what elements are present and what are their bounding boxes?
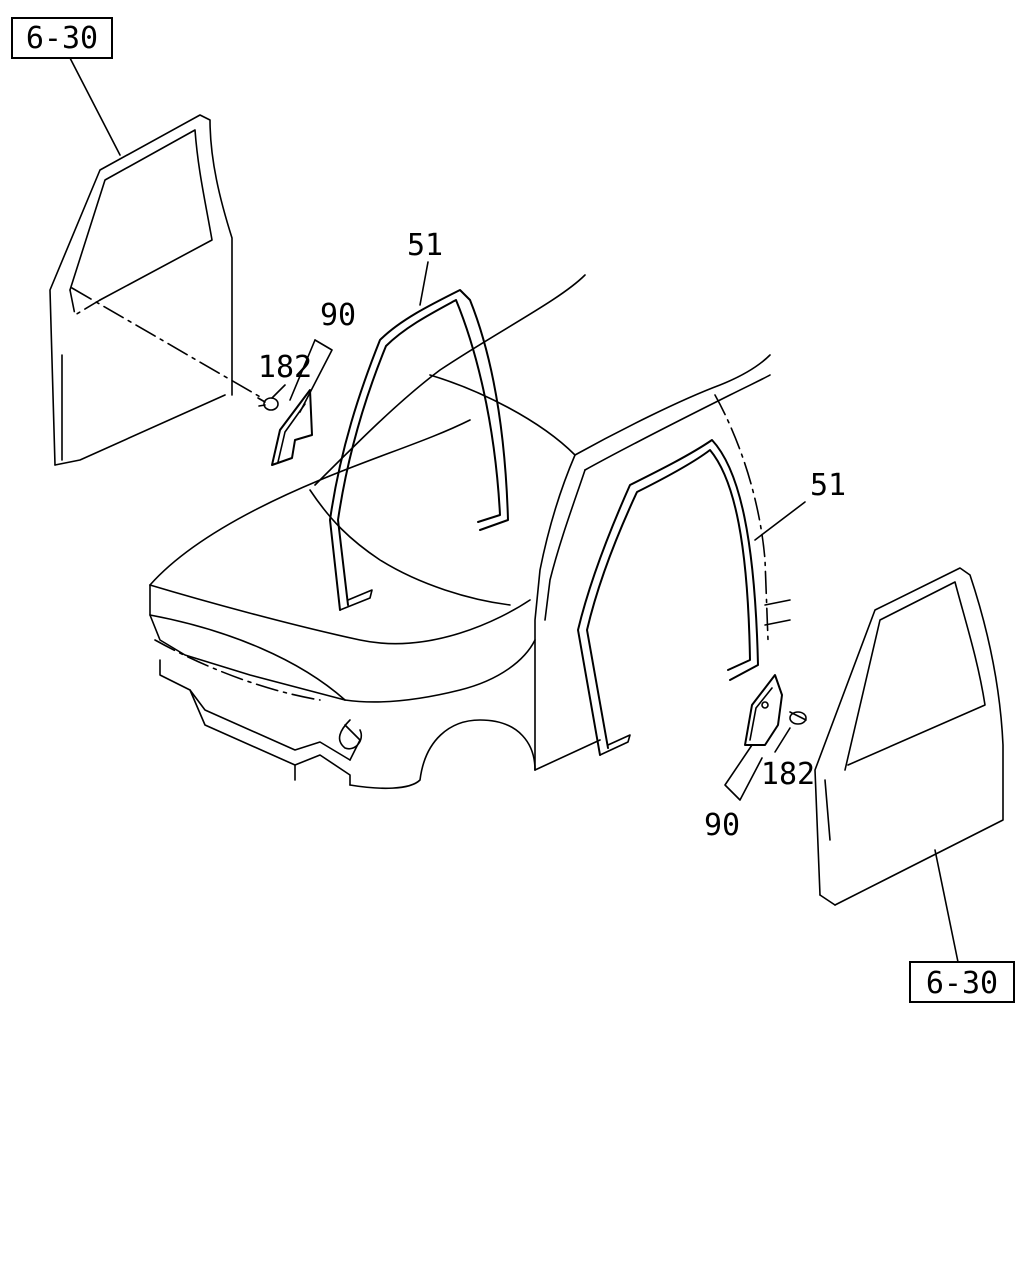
label-51-right: 51 <box>810 468 846 503</box>
door-left <box>49 114 263 466</box>
cab-body <box>149 274 791 790</box>
label-182-right: 182 <box>761 757 815 792</box>
ref-label-bottom-right: 6-30 <box>926 966 998 1001</box>
leader-lines <box>69 57 959 963</box>
weatherstrip-door-opening <box>577 439 759 756</box>
label-90-left: 90 <box>320 298 356 333</box>
label-90-right: 90 <box>704 808 740 843</box>
corner-cover-left <box>271 389 313 466</box>
door-right <box>814 567 1004 906</box>
callout-ref-bottom-right: 6-30 <box>909 961 1015 1003</box>
label-182-left: 182 <box>258 350 312 385</box>
callout-ref-top-left: 6-30 <box>11 17 113 59</box>
label-51-left: 51 <box>407 228 443 263</box>
screw-clip-right <box>789 711 807 725</box>
corner-cover-right <box>744 674 783 746</box>
screw-clip-left <box>257 397 279 411</box>
weatherstrip-windshield <box>329 289 509 611</box>
ref-label-top-left: 6-30 <box>26 21 98 56</box>
